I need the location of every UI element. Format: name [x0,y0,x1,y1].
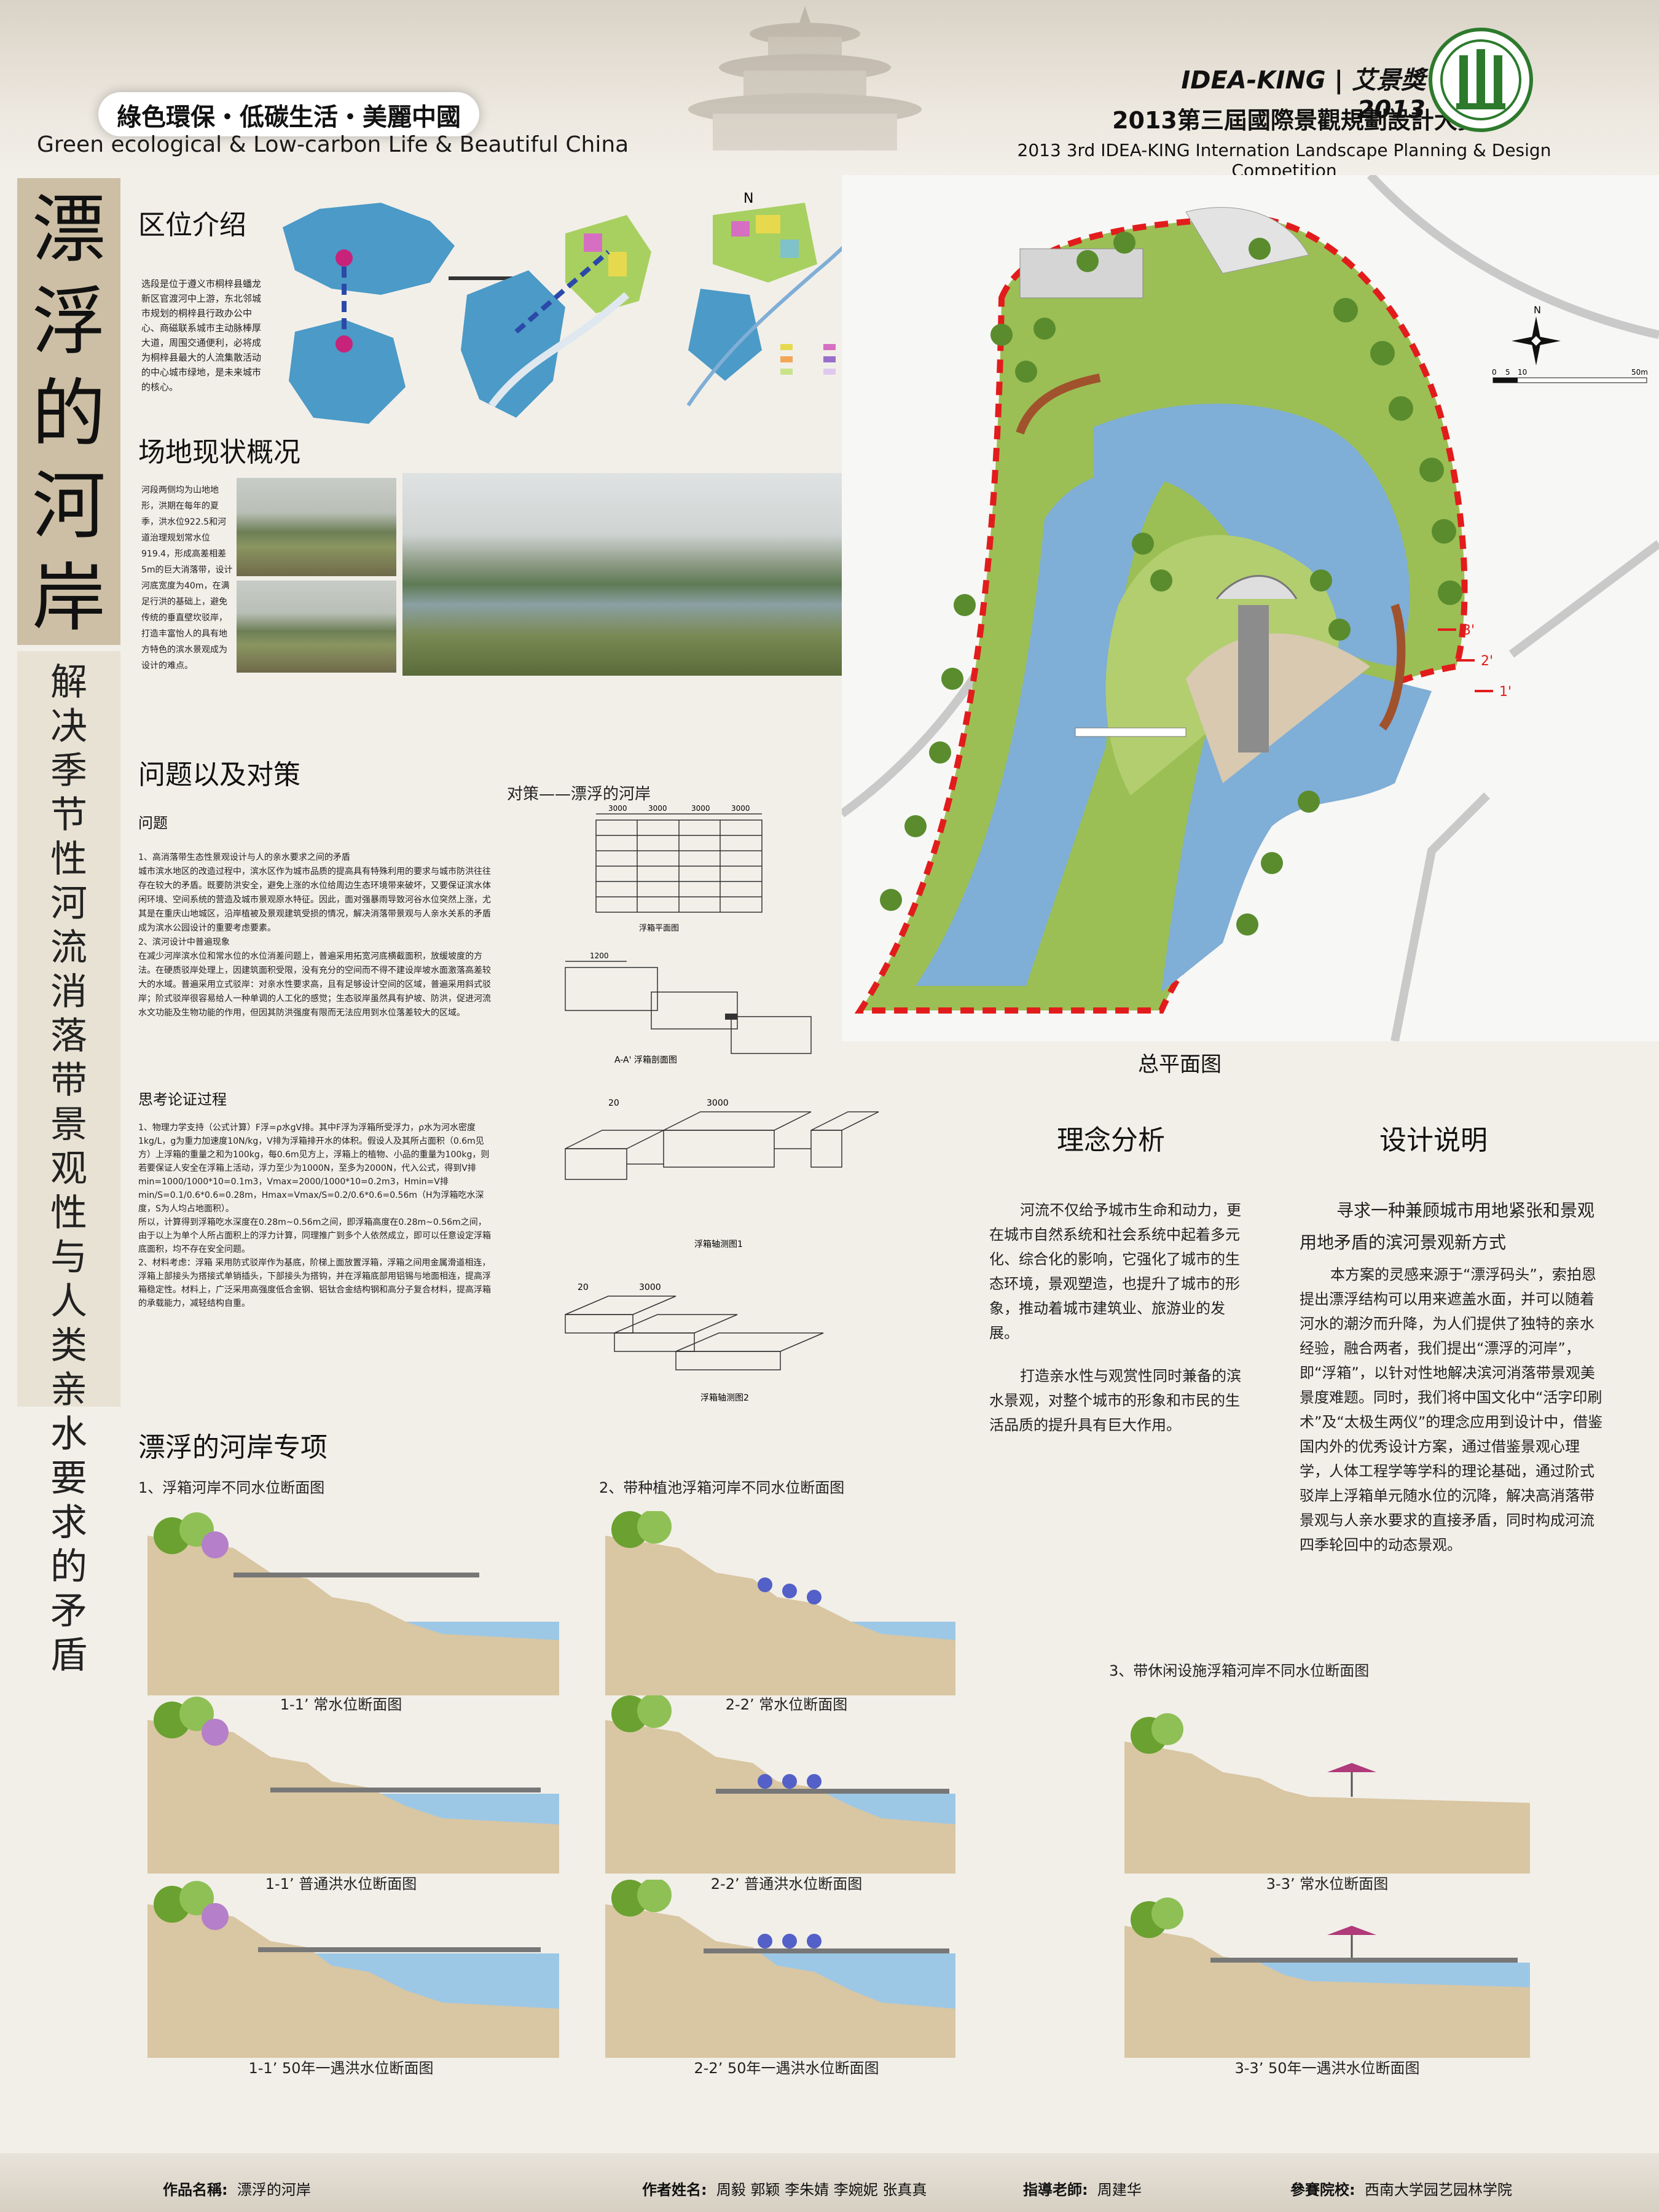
location-heading: 区位介绍 [138,209,246,241]
concept-p2: 打造亲水性与观赏性同时兼备的滨水景观，对整个城市的形象和市民的生活品质的提升具有… [989,1367,1241,1434]
site-photo-1 [237,478,396,576]
competition-title-cn: 2013第三屆國際景觀規劃設計大賽 [1112,107,1481,134]
location-text: 选段是位于遵义市桐梓县蟠龙新区官渡河中上游，东北邻城市规划的桐梓县行政办公中心、… [141,278,262,393]
competition-title-en: 2013 3rd IDEA-KING Internation Landscape… [1017,140,1551,181]
footer-work: 作品名稱: 漂浮的河岸 [163,2181,311,2198]
iso2-label: 浮箱轴测图2 [700,1393,749,1403]
brand-text: IDEA-KING | 艾景獎2013 [1181,66,1426,124]
design-body: 本方案的灵感来源于“漂浮码头”，索拍恩提出漂浮结构可以用来遮盖水面，并可以随着河… [1300,1266,1603,1553]
concept-heading: 理念分析 [1057,1125,1165,1156]
strategy-heading: 对策——漂浮的河岸 [507,785,651,803]
footer-teacher: 指導老師: 周建华 [1023,2181,1142,2198]
section-2-50yr [605,1880,955,2058]
plan-drawing-label: 浮箱平面图 [639,923,679,933]
plan-marker-3p: 3' [1462,623,1475,638]
location-maps [283,203,516,424]
section-label-1-1-flood: 1-1’ 普通洪水位断面图 [265,1875,417,1893]
float-box-iso-1: 20 3000 浮箱轴测图1 [565,1098,879,1249]
float-box-plan: 3000 3000 3000 3000 浮箱平面图 [595,804,763,933]
dim-2: 3000 [648,804,667,813]
scale-bar [1492,377,1647,383]
footer-school: 參賽院校: 西南大学园艺园林学院 [1290,2181,1512,2198]
section-label-1-1-normal: 1-1’ 常水位断面图 [280,1696,402,1713]
site-heading: 场地现状概况 [138,437,300,468]
plan-title: 总平面图 [1138,1052,1222,1077]
subtitle-panel [17,651,120,1407]
north-arrow-icon [1512,316,1561,365]
iso2-dim-3000: 3000 [639,1283,661,1292]
section-label-3-3-normal: 3-3’ 常水位断面图 [1266,1875,1389,1893]
svg-text:N: N [743,191,753,206]
sections-heading: 漂浮的河岸专项 [138,1432,327,1463]
section-label-1-1-50yr: 1-1’ 50年一遇洪水位断面图 [248,2060,434,2077]
slogan-box [98,92,479,136]
concept-p1: 河流不仅给予城市生命和动力，更在城市自然系统和社会系统中起着多元化、综合化的影响… [989,1202,1241,1342]
scale-10: 10 [1518,368,1527,377]
temple-silhouette-icon [688,6,922,150]
design-heading: 设计说明 [1379,1125,1488,1156]
section-1-normal [147,1512,559,1695]
dim-1: 3000 [608,804,627,813]
section-2-flood [605,1695,955,1874]
sections-group-3: 3、带休闲设施浮箱河岸不同水位断面图 [1109,1662,1370,1679]
north-label: N [1534,304,1541,316]
iso2-dim-20: 20 [578,1283,589,1292]
competition-logo-icon [1429,28,1533,132]
main-title: 漂浮的河岸 [32,187,106,641]
plan-marker-2p: 2' [1481,654,1493,669]
section-dim: 1200 [590,952,609,960]
dim-3: 3000 [691,804,710,813]
section-1-50yr [147,1881,559,2058]
footer-authors: 作者姓名: 周毅 郭颖 李朱婧 李婉妮 张真真 [642,2181,927,2198]
slogan-en: Green ecological & Low-carbon Life & Bea… [37,132,629,157]
section-label-2-2-50yr: 2-2’ 50年一遇洪水位断面图 [694,2060,879,2077]
iso1-label: 浮箱轴测图1 [694,1240,743,1249]
problems-sub: 问题 [138,815,168,832]
scale-50: 50m [1631,368,1648,377]
dim-4: 3000 [731,804,750,813]
section-3-50yr [1124,1897,1530,2058]
landuse-map: N [686,191,922,407]
iso1-dim-3000: 3000 [707,1098,729,1108]
site-photo-2 [237,580,396,673]
sections-group-1: 1、浮箱河岸不同水位断面图 [138,1479,325,1496]
section-2-normal [605,1511,955,1695]
section-label-2-2-flood: 2-2’ 普通洪水位断面图 [710,1875,863,1893]
section-3-normal [1124,1713,1530,1874]
section-1-flood [147,1697,559,1874]
title-panel [17,178,120,645]
float-box-section: 1200 A-A' 浮箱剖面图 [565,952,812,1065]
float-box-iso-2: 20 3000 浮箱轴测图2 [565,1283,824,1403]
section-drawing-label: A-A' 浮箱剖面图 [614,1055,677,1065]
slogan-cn: 綠色環保・低碳生活・美麗中國 [117,103,461,131]
iso1-dim-20: 20 [608,1098,619,1108]
design-lead: 寻求一种兼顾城市用地紧张和景观用地矛盾的滨河景观新方式 [1300,1200,1595,1253]
footer-band [0,2153,1659,2212]
section-label-2-2-normal: 2-2’ 常水位断面图 [725,1696,848,1713]
sections-group-2: 2、带种植池浮箱河岸不同水位断面图 [599,1479,845,1496]
problems-heading: 问题以及对策 [138,759,300,791]
site-text: 河段两侧均为山地地形，洪期在每年的夏季，洪水位922.5和河道治理规划常水位91… [141,485,233,671]
master-plan: 1' 2' 3' N 0 5 10 50m [842,175,1659,1041]
problems-text: 1、高消落带生态性景观设计与人的亲水要求之间的矛盾 城市滨水地区的改造过程中，滨… [138,853,491,1018]
section-label-3-3-50yr: 3-3’ 50年一遇洪水位断面图 [1234,2060,1420,2077]
scale-5: 5 [1505,368,1510,377]
think-heading: 思考论证过程 [138,1091,227,1108]
scale-0: 0 [1492,368,1497,377]
plan-marker-1p: 1' [1499,684,1512,700]
think-text: 1、物理力学支持（公式计算）F浮=ρ水gV排。其中F浮为浮箱所受浮力，ρ水为河水… [138,1123,491,1308]
subtitle: 解决季节性河流消落带景观性与人类亲水要求的矛盾 [50,661,87,1677]
district-map [461,215,651,418]
header-band [0,0,1659,175]
